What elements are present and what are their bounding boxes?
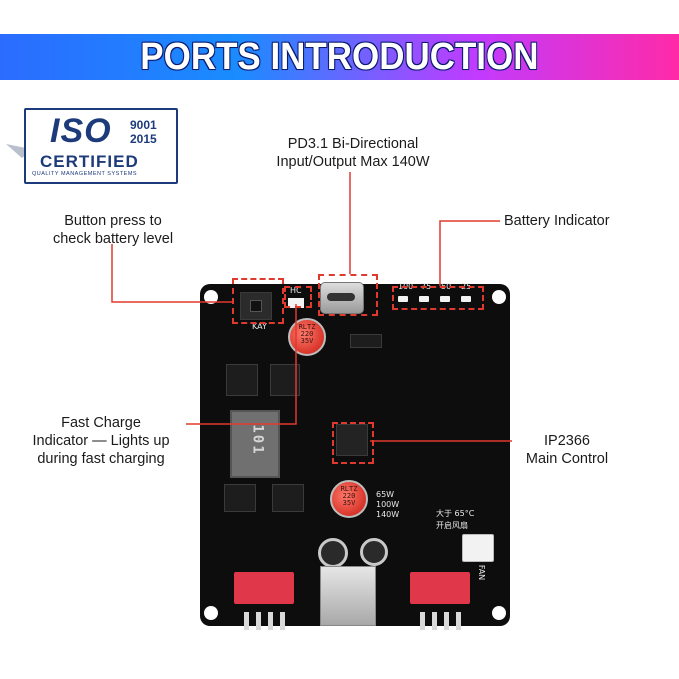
silk-kay: KAY [252,322,267,331]
battery-led [398,296,408,302]
callout-ip2366-line1: IP2366 [544,433,590,449]
connector-pin [456,612,461,630]
callout-fast-charge: Fast Charge Indicator — Lights up during… [16,414,186,468]
line-battery [439,220,500,286]
callout-ip2366-line2: Main Control [525,451,609,467]
silk-140w: 140W [376,510,400,519]
fast-charge-led [288,298,304,308]
iso-text: ISO [50,112,112,150]
cap-label: 220 [300,330,314,338]
button-highlight-box [232,278,284,324]
callout-pd: PD3.1 Bi-Directional Input/Output Max 14… [258,135,448,171]
silk-100w: 100W [376,500,400,509]
cap-label: RLTZ [298,323,316,331]
connector-pin [268,612,273,630]
connector-pin [444,612,449,630]
line-button [111,244,232,303]
callout-fast-charge-line2: Indicator — Lights up [32,433,170,449]
cap-label: 220 [342,492,356,500]
cap-label: 35V [300,337,314,345]
diode [350,334,382,348]
line-fast-charge [186,304,297,425]
ip2366-highlight-box [332,422,374,464]
iso-number: 9001 [130,118,157,132]
battery-led [440,296,450,302]
silk-hc: HC [290,286,302,295]
callout-fast-charge-line3: during fast charging [37,451,165,467]
mount-hole [204,606,218,620]
mosfet-chip [226,364,258,396]
small-capacitor [318,538,348,568]
iso-year: 2015 [130,132,157,146]
connector-pin [244,612,249,630]
silk-temp: 大于 65°C [436,509,475,518]
capacitor: RLTZ 220 35V [330,480,368,518]
mount-hole [492,606,506,620]
callout-button-line2: check battery level [52,231,174,247]
connector-pin [280,612,285,630]
callout-pd-line1: PD3.1 Bi-Directional [287,136,419,152]
small-capacitor [360,538,388,566]
fast-charge-highlight-box [284,286,312,308]
red-connector-left[interactable] [234,572,294,604]
iso-certified-text: CERTIFIED [40,152,139,171]
callout-pd-line2: Input/Output Max 140W [276,154,430,170]
cap-label: RLTZ [340,485,358,493]
page-title: PORTS INTRODUCTION [140,35,539,78]
silk-65w: 65W [376,490,395,499]
mosfet-chip [270,364,300,396]
iso-qms-text: QUALITY MANAGEMENT SYSTEMS [32,171,138,177]
battery-indicator-highlight-box [392,286,484,310]
red-connector-right[interactable] [410,572,470,604]
mount-hole [492,290,506,304]
mosfet-chip [272,484,304,512]
callout-button: Button press to check battery level [30,212,196,248]
checkmark-icon [6,124,62,158]
mosfet-chip [224,484,256,512]
title-banner: PORTS INTRODUCTION [0,34,679,80]
callout-button-line1: Button press to [64,213,162,229]
callout-ip2366: IP2366 Main Control [512,432,622,468]
pcb-board: KAY HC 100 75 50 25 RLTZ 220 35V 101 RLT… [200,282,510,626]
callout-battery-line1: Battery Indicator [504,213,610,229]
silk-fan-on: 开启风扇 [436,521,468,530]
usb-a-port[interactable] [320,566,376,626]
callout-fast-charge-line1: Fast Charge [61,415,141,431]
iso-badge: ISO 9001 2015 CERTIFIED QUALITY MANAGEME… [24,108,178,184]
ip2366-chip [336,424,368,456]
connector-pin [432,612,437,630]
capacitor: RLTZ 220 35V [288,318,326,356]
callout-battery: Battery Indicator [504,212,610,230]
battery-led [461,296,471,302]
iso-certified-logo: ISO 9001 2015 CERTIFIED QUALITY MANAGEME… [4,104,178,184]
inductor: 101 [230,410,280,478]
usb-c-port[interactable] [320,282,364,314]
push-button[interactable] [240,292,272,320]
usbc-highlight-box [318,274,378,316]
battery-led [419,296,429,302]
connector-pin [256,612,261,630]
mount-hole [204,290,218,304]
fan-connector[interactable] [462,534,494,562]
connector-pin [420,612,425,630]
cap-label: 35V [342,499,356,507]
